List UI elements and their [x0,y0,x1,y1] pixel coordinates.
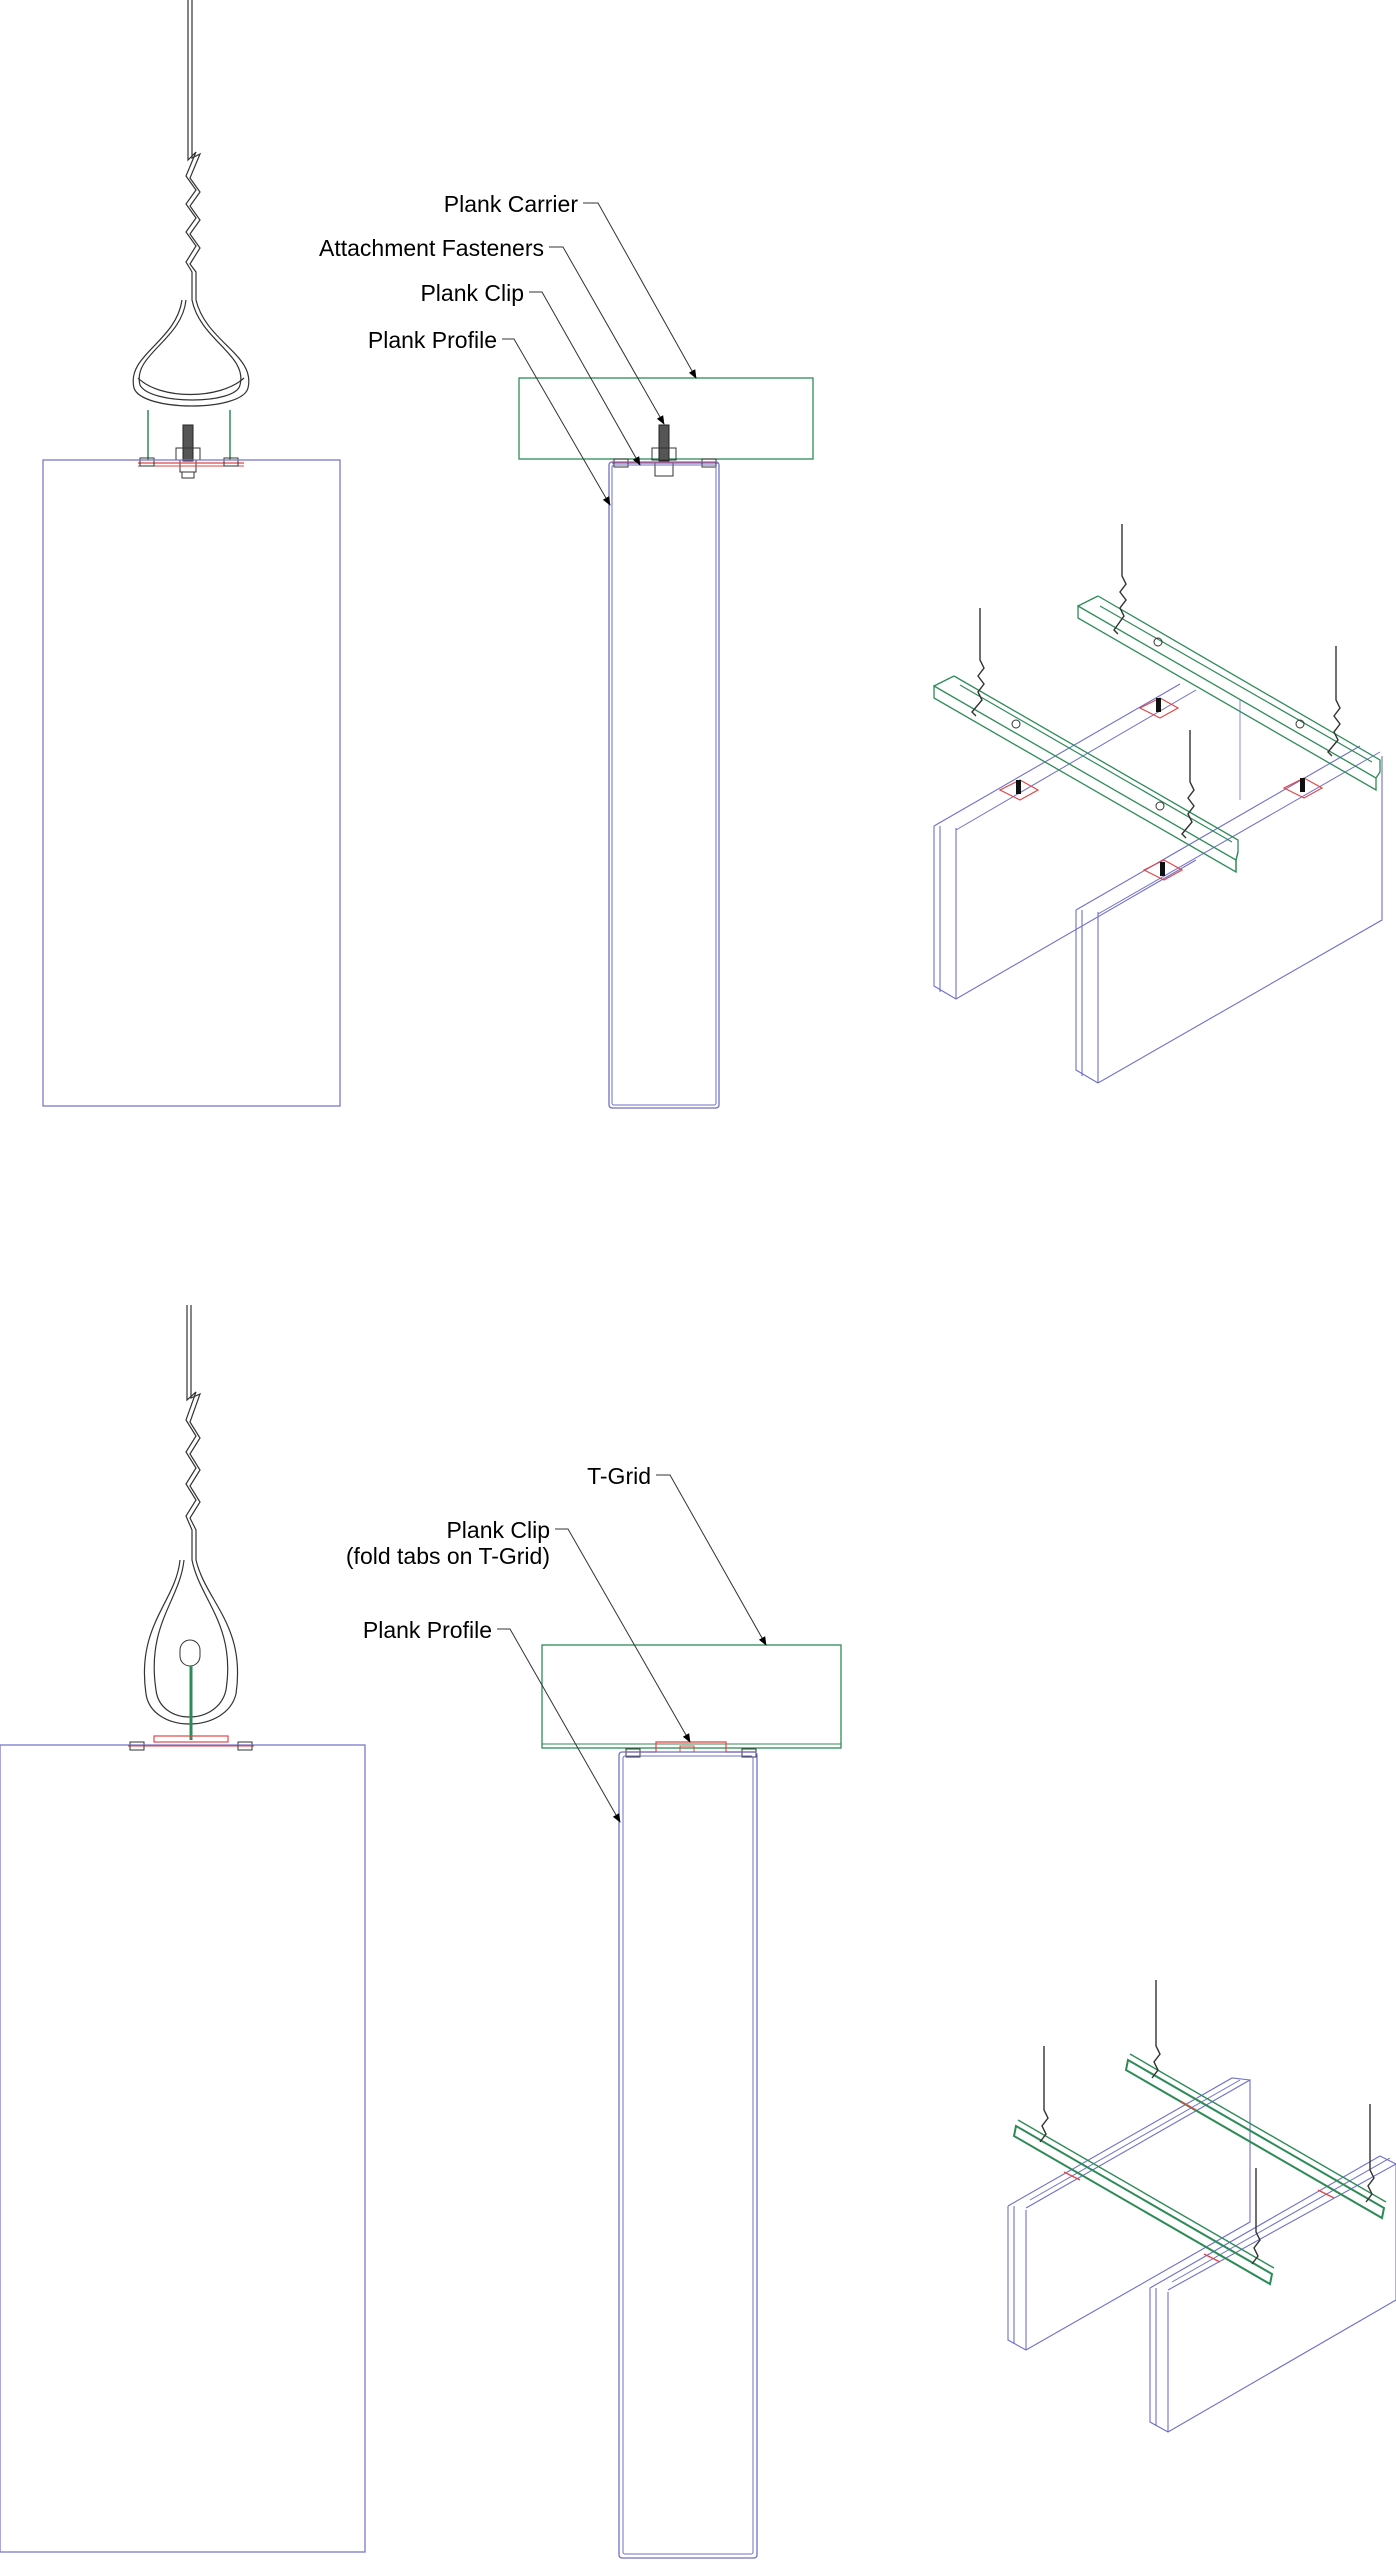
label-t-grid: T-Grid [587,1463,651,1489]
iso-clips-top [998,637,1324,881]
label-attachment-fasteners: Attachment Fasteners [319,235,544,261]
hanger-wire-bottom-left [143,1305,239,1725]
iso-plank-profiles-top [933,683,1383,1084]
plank-clip-top-middle [612,458,718,468]
iso-clips-bottom [1063,2101,1335,2263]
bottom-left-section-view [0,1305,366,2553]
plank-profile-bottom-middle [618,1751,758,2559]
plank-clip-top-left [138,410,244,467]
plank-profile-bottom-left [0,1744,366,2553]
bottom-right-isometric-assembly [1007,1980,1396,2433]
hanger-wire-top-left [132,0,250,407]
top-middle-labelled-section: Plank Carrier Attachment Fasteners Plank… [319,191,814,1109]
iso-t-grids-bottom [1012,2053,1387,2286]
plank-profile-top-middle [608,461,720,1109]
label-plank-clip-bottom-line1: Plank Clip [446,1517,550,1543]
label-plank-clip-bottom-line2: (fold tabs on T-Grid) [346,1543,550,1569]
attachment-fastener-top-middle [651,424,677,477]
label-plank-profile-top: Plank Profile [368,327,497,353]
plank-clip-bottom-left [128,1735,254,1751]
top-left-section-view [42,0,341,1107]
label-plank-profile-bottom: Plank Profile [363,1617,492,1643]
iso-hanger-wires-bottom [1039,1980,1375,2265]
plank-profile-top-left [42,459,341,1107]
top-right-isometric-assembly [933,524,1383,1084]
iso-plank-profiles-bottom [1007,2077,1396,2433]
bottom-middle-labelled-section: T-Grid Plank Clip (fold tabs on T-Grid) … [346,1463,842,2559]
iso-hanger-wires-top [971,524,1341,839]
label-plank-clip-top: Plank Clip [420,280,524,306]
label-plank-carrier: Plank Carrier [444,191,579,217]
t-grid-bottom [541,1644,842,1749]
attachment-fastener-top-left [175,424,201,479]
iso-plank-carriers-top [933,595,1381,874]
